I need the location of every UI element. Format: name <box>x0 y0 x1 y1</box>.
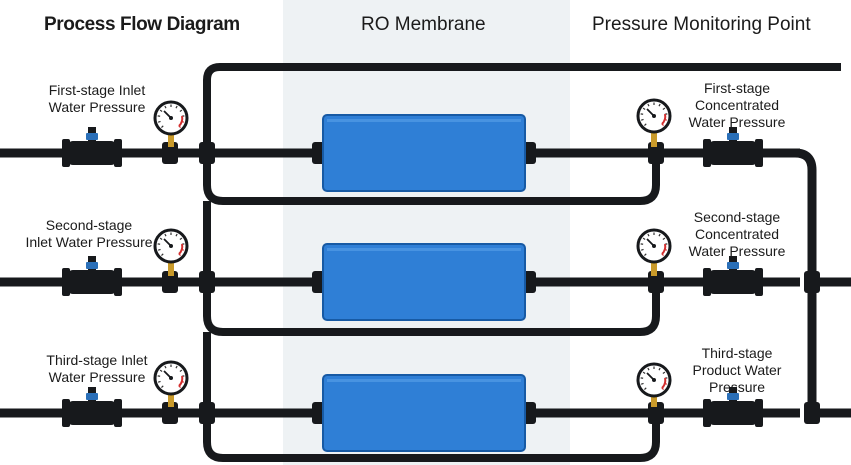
ro-membrane-stage-3 <box>312 374 536 452</box>
bypass-loop-stage-2 <box>203 282 660 336</box>
outlet-label-stage-1-line-2: Concentrated <box>694 97 780 113</box>
valve-icon <box>62 256 122 296</box>
pipe-coupling-icon <box>162 142 178 164</box>
pipe-coupling-icon <box>199 402 215 424</box>
right-header-pipe <box>770 148 817 413</box>
bypass-loop-stage-1 <box>203 153 660 205</box>
header-process-flow: Process Flow Diagram <box>44 14 240 35</box>
bypass-loop-stage-3 <box>203 413 660 462</box>
fittings-layer <box>62 98 820 452</box>
valve-icon <box>703 387 763 427</box>
inlet-label-stage-1: First-stage Inlet Water Pressure <box>27 82 167 116</box>
outlet-label-stage-1-line-3: Water Pressure <box>688 114 786 130</box>
pipe-coupling-icon <box>648 142 664 164</box>
pipe-coupling-icon <box>199 271 215 293</box>
inlet-label-stage-2-line-1: Second-stage <box>45 217 133 233</box>
valve-icon <box>703 127 763 167</box>
pipe-coupling-icon <box>648 271 664 293</box>
outlet-label-stage-2-line-1: Second-stage <box>693 209 781 225</box>
inlet-label-stage-1-line-2: Water Pressure <box>48 99 146 115</box>
header-pressure-monitoring-point: Pressure Monitoring Point <box>592 14 811 35</box>
outlet-label-stage-3-line-2: Product Water <box>692 362 782 378</box>
valve-icon <box>62 127 122 167</box>
inlet-label-stage-2-line-2: Inlet Water Pressure <box>25 234 153 250</box>
outlet-label-stage-2-line-2: Concentrated <box>694 226 780 242</box>
ro-membrane-stage-1 <box>312 114 536 192</box>
outlet-label-stage-2-line-3: Water Pressure <box>688 243 786 259</box>
pressure-gauge-icon <box>153 360 189 407</box>
inlet-label-stage-1-line-1: First-stage Inlet <box>48 82 146 98</box>
pipe-coupling-icon <box>199 142 215 164</box>
pressure-gauge-icon <box>636 98 672 147</box>
outlet-label-stage-3: Third-stage Product Water Pressure <box>672 345 802 396</box>
outlet-label-stage-1: First-stage Concentrated Water Pressure <box>672 80 802 131</box>
valve-icon <box>703 256 763 296</box>
outlet-label-stage-2: Second-stage Concentrated Water Pressure <box>672 209 802 260</box>
ro-membrane-stage-2 <box>312 243 536 321</box>
valve-icon <box>62 387 122 427</box>
pressure-gauge-icon <box>153 100 189 147</box>
top-return-pipe <box>203 63 841 153</box>
header-ro-membrane: RO Membrane <box>361 14 486 35</box>
pipe-coupling-icon <box>804 402 820 424</box>
outlet-label-stage-1-line-1: First-stage <box>703 80 771 96</box>
pipe-coupling-icon <box>162 271 178 293</box>
pipe-coupling-icon <box>648 402 664 424</box>
pipe-coupling-icon <box>804 271 820 293</box>
inlet-label-stage-3-line-1: Third-stage Inlet <box>46 352 148 368</box>
pressure-gauge-icon <box>636 228 672 276</box>
pressure-gauge-icon <box>636 362 672 407</box>
pipe-coupling-icon <box>162 402 178 424</box>
inlet-label-stage-2: Second-stage Inlet Water Pressure <box>14 217 164 251</box>
pressure-gauge-icon <box>153 228 189 276</box>
inlet-label-stage-3: Third-stage Inlet Water Pressure <box>27 352 167 386</box>
outlet-label-stage-3-line-1: Third-stage <box>701 345 773 361</box>
inlet-label-stage-3-line-2: Water Pressure <box>48 369 146 385</box>
